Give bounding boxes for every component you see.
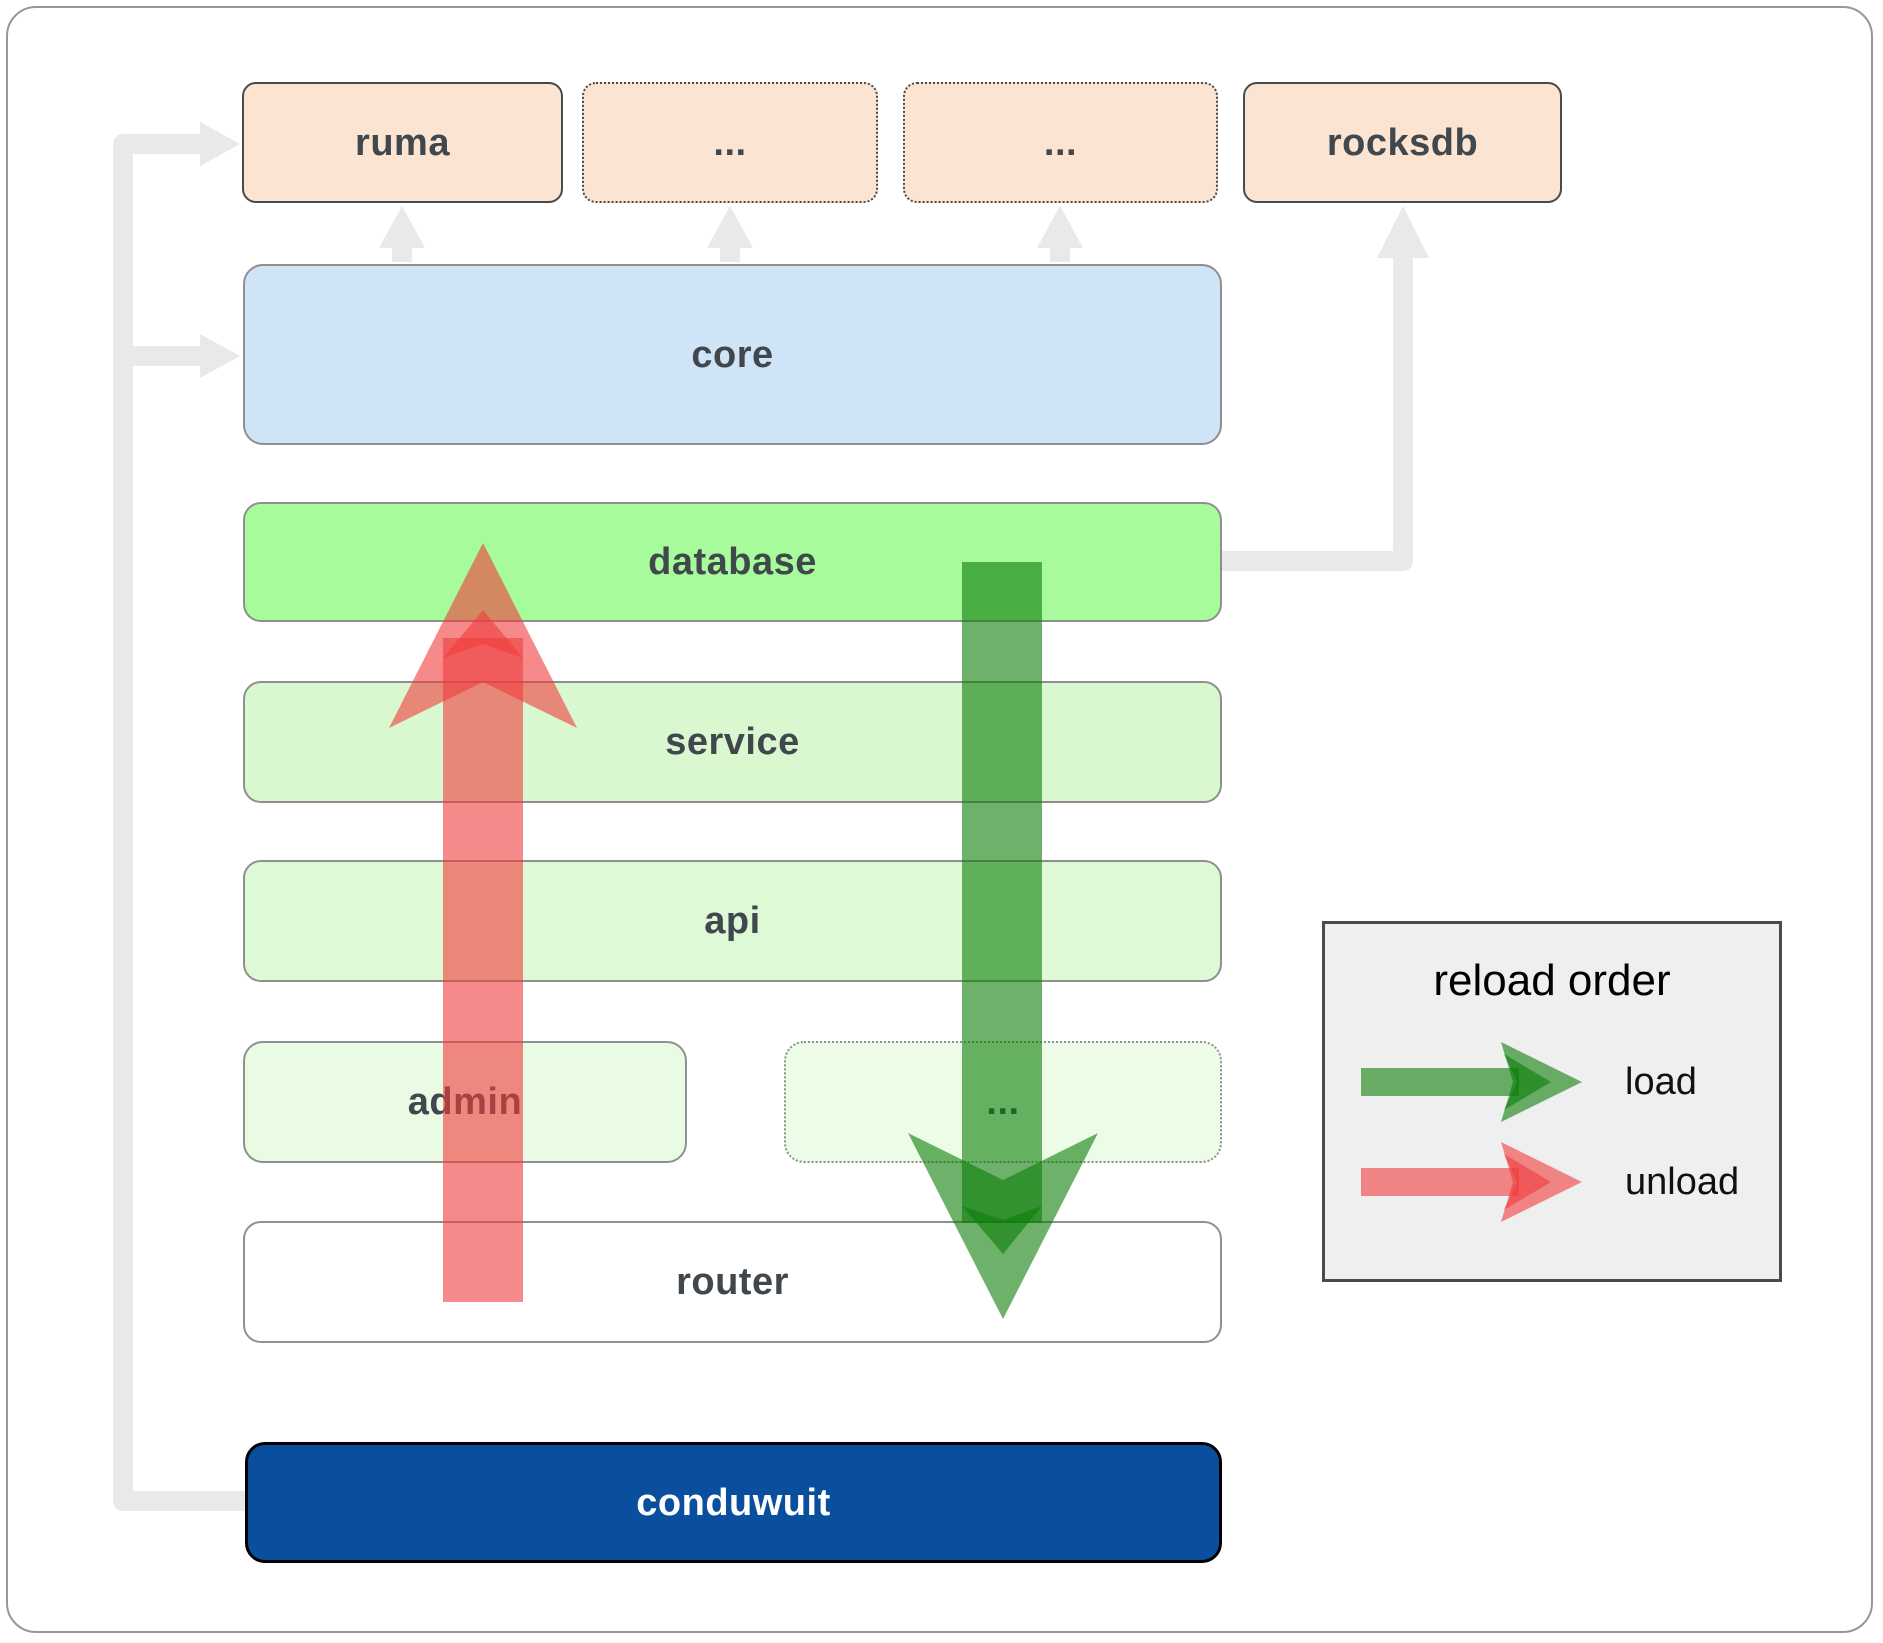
box-admin: admin [243,1041,687,1163]
page-frame [6,6,1873,1633]
box-api: api [243,860,1222,982]
api-label: api [704,900,761,942]
box-rocksdb: rocksdb [1243,82,1562,203]
database-label: database [648,541,817,583]
legend-label-unload: unload [1625,1160,1740,1203]
load-arrow-icon [1361,1042,1582,1122]
legend-row-unload: unload [1325,1142,1779,1222]
ellipsis-1-label: ... [713,121,747,164]
legend-title: reload order [1433,956,1671,1005]
admin-label: admin [407,1081,523,1123]
unload-legend-head [1501,1142,1582,1222]
rocksdb-label: rocksdb [1326,121,1479,164]
box-ellipsis-3: ... [784,1041,1222,1163]
legend-label-load: load [1625,1060,1697,1103]
box-core: core [243,264,1222,445]
router-label: router [676,1261,789,1303]
ruma-label: ruma [355,121,450,164]
load-legend-shaft [1361,1068,1519,1096]
legend-reload-order: reload order load unload [1322,921,1782,1282]
box-service: service [243,681,1222,803]
ellipsis-2-label: ... [1043,121,1078,164]
box-router: router [243,1221,1222,1343]
legend-row-load: load [1325,1042,1779,1122]
box-ruma: ruma [242,82,563,203]
unload-legend-shaft [1361,1168,1519,1196]
box-ellipsis-2: ... [903,82,1218,203]
ellipsis-3-label: ... [986,1081,1020,1123]
conduwuit-label: conduwuit [636,1481,831,1524]
box-conduwuit: conduwuit [245,1442,1222,1563]
unload-arrow-icon [1361,1142,1582,1222]
service-label: service [665,721,800,763]
core-label: core [691,333,774,376]
box-database: database [243,502,1222,622]
load-legend-head [1501,1042,1582,1122]
box-ellipsis-1: ... [582,82,878,203]
